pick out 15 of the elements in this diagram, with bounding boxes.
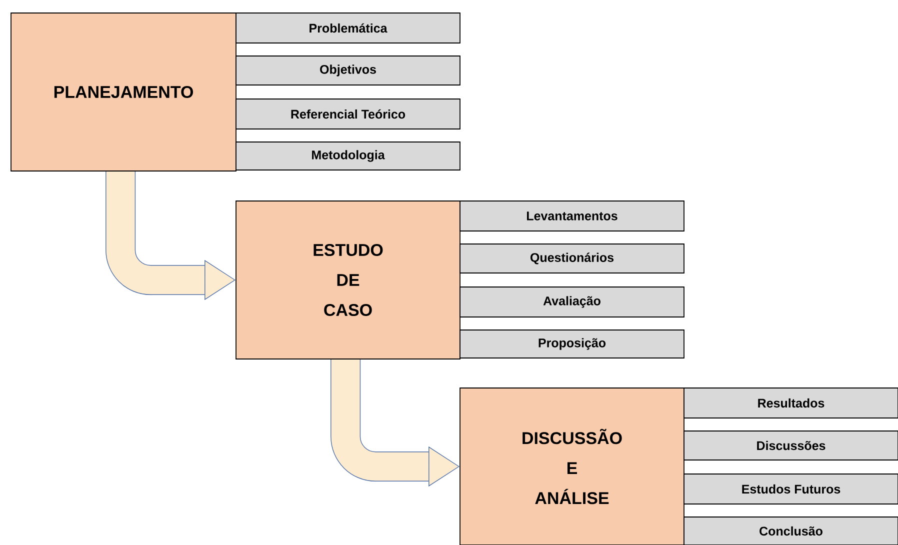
topic-box: Discussões — [684, 430, 898, 460]
topic-box: Metodologia — [236, 142, 460, 170]
stage-box: DISCUSSÃO E ANÁLISE — [460, 388, 684, 545]
topic-box: Referencial Teórico — [236, 98, 460, 130]
topic-box: Conclusão — [684, 516, 898, 545]
topic-box: Questionários — [460, 244, 684, 274]
topic-box: Avaliação — [460, 286, 684, 318]
topic-box: Problemática — [236, 12, 460, 44]
topic-box: Proposição — [460, 330, 684, 358]
stage-box: PLANEJAMENTO — [10, 12, 236, 172]
topic-box: Levantamentos — [460, 200, 684, 232]
topic-box: Estudos Futuros — [684, 474, 898, 504]
stage-box: ESTUDO DE CASO — [236, 200, 460, 360]
topic-box: Resultados — [684, 388, 898, 418]
topic-box: Objetivos — [236, 56, 460, 86]
